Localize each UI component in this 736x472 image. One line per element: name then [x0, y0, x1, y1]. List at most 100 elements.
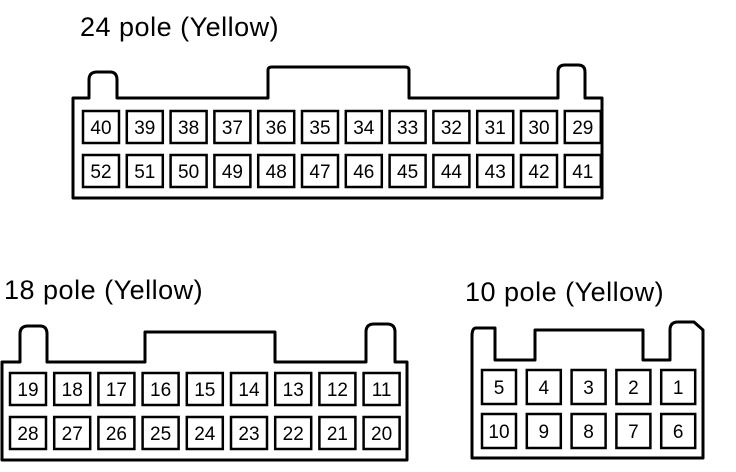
pin-cavity — [52, 371, 92, 407]
pin-cavity — [141, 371, 180, 407]
pin-number-label: 33 — [397, 118, 418, 139]
pin-cavity — [563, 109, 603, 145]
pin-cavity — [185, 415, 225, 451]
pin-number-label: 40 — [90, 118, 111, 139]
pin-cavity — [388, 153, 427, 189]
pin-number-label: 22 — [283, 424, 304, 445]
pin-cavity — [432, 109, 471, 145]
pin-cavity — [213, 109, 252, 145]
pin-number-label: 25 — [150, 424, 171, 445]
connector-10-pole-housing — [470, 320, 705, 460]
pin-number-label: 23 — [238, 424, 259, 445]
pin-cavity — [169, 153, 208, 189]
pin-cavity — [81, 153, 121, 189]
pin-cavity — [519, 153, 559, 189]
pin-cavity — [273, 371, 313, 407]
pin-cavity — [256, 153, 296, 189]
pin-cavity — [256, 109, 296, 145]
pin-number-label: 4 — [539, 378, 550, 399]
pin-number-label: 44 — [441, 162, 463, 183]
pin-cavity — [525, 412, 563, 450]
pin-cavity — [97, 415, 136, 451]
pin-cavity — [570, 368, 607, 406]
pin-cavity — [125, 153, 165, 189]
pin-number-label: 48 — [266, 162, 287, 183]
pin-number-label: 49 — [222, 162, 243, 183]
pin-cavity — [169, 109, 208, 145]
pin-number-label: 13 — [283, 380, 304, 401]
pin-number-label: 7 — [628, 422, 639, 443]
pin-cavity — [480, 368, 518, 406]
pin-cavity — [300, 153, 340, 189]
pin-number-label: 27 — [62, 424, 83, 445]
pin-number-label: 35 — [309, 118, 330, 139]
connector-18-pole-title: 18 pole (Yellow) — [4, 275, 204, 305]
pin-cavity — [525, 368, 563, 406]
pin-cavity — [563, 153, 603, 189]
pin-cavity — [141, 415, 180, 451]
pin-number-label: 6 — [673, 422, 684, 443]
pin-number-label: 41 — [572, 162, 593, 183]
pin-cavity — [125, 109, 165, 145]
pin-number-label: 42 — [528, 162, 549, 183]
connector-10-pole-title: 10 pole (Yellow) — [465, 277, 665, 307]
pin-cavity — [273, 415, 313, 451]
pin-cavity — [185, 371, 225, 407]
pin-cavity — [388, 109, 427, 145]
pin-number-label: 32 — [441, 118, 462, 139]
pin-number-label: 16 — [150, 380, 171, 401]
pin-cavity — [81, 109, 121, 145]
pin-cavity — [97, 371, 136, 407]
pin-cavity — [8, 371, 48, 407]
pin-cavity — [318, 415, 357, 451]
pin-cavity — [213, 153, 252, 189]
pin-number-label: 39 — [134, 118, 155, 139]
pin-cavity — [344, 153, 384, 189]
pin-number-label: 2 — [628, 378, 639, 399]
pin-number-label: 14 — [238, 380, 260, 401]
pin-number-label: 3 — [583, 378, 594, 399]
pin-number-label: 10 — [488, 422, 509, 443]
pin-number-label: 50 — [178, 162, 199, 183]
pin-cavity — [570, 412, 607, 450]
pin-cavity — [659, 412, 697, 450]
pin-number-label: 11 — [372, 380, 392, 401]
pin-number-label: 45 — [397, 162, 418, 183]
connector-24-pole-housing — [71, 63, 604, 200]
pin-number-label: 12 — [327, 380, 348, 401]
pin-number-label: 15 — [194, 380, 215, 401]
pin-number-label: 34 — [353, 118, 375, 139]
pin-cavity — [229, 371, 269, 407]
pin-number-label: 31 — [485, 118, 506, 139]
pin-number-label: 36 — [266, 118, 287, 139]
pin-number-label: 47 — [309, 162, 330, 183]
pin-number-label: 28 — [17, 424, 38, 445]
pin-cavity — [229, 415, 269, 451]
pin-cavity — [615, 368, 652, 406]
pin-cavity — [480, 412, 518, 450]
pin-cavity — [475, 153, 515, 189]
pin-number-label: 38 — [178, 118, 199, 139]
pin-number-label: 52 — [90, 162, 111, 183]
pin-cavity — [659, 368, 697, 406]
pin-number-label: 18 — [62, 380, 83, 401]
pin-number-label: 24 — [194, 424, 216, 445]
pin-cavity — [344, 109, 384, 145]
pin-number-label: 20 — [371, 424, 392, 445]
pin-number-label: 17 — [106, 380, 127, 401]
pin-number-label: 26 — [106, 424, 127, 445]
connector-18-pole-housing — [0, 322, 409, 462]
pin-number-label: 1 — [673, 378, 684, 399]
pin-cavity — [432, 153, 471, 189]
pin-number-label: 46 — [353, 162, 374, 183]
pin-cavity — [362, 415, 401, 451]
pin-number-label: 43 — [485, 162, 506, 183]
pin-number-label: 5 — [494, 378, 505, 399]
connector-24-pole-title: 24 pole (Yellow) — [80, 12, 280, 42]
pin-cavity — [475, 109, 515, 145]
pin-cavity — [52, 415, 92, 451]
pin-cavity — [318, 371, 357, 407]
pin-number-label: 8 — [583, 422, 594, 443]
pin-cavity — [615, 412, 652, 450]
